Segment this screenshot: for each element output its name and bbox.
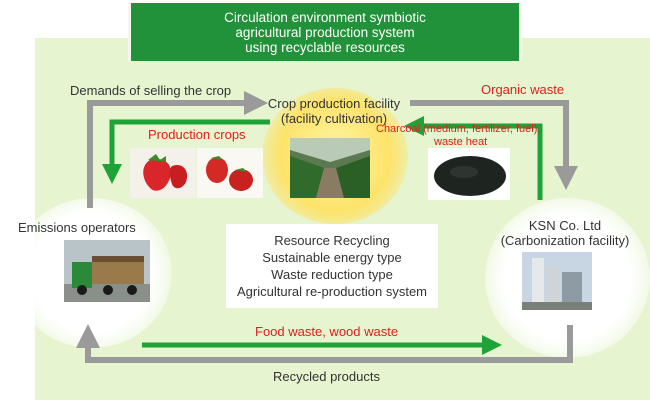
title-line-3: using recyclable resources — [245, 39, 405, 55]
carbonization-facility-photo — [522, 252, 592, 310]
charcoal-label-1: Charcoal (medium, fertilizer, fuel), — [376, 123, 541, 135]
charcoal-arrow — [404, 116, 543, 200]
center-line-2: Sustainable energy type — [262, 250, 402, 265]
crop-facility-label-2: (facility cultivation) — [280, 111, 388, 126]
emissions-operators-label: Emissions operators — [18, 220, 136, 235]
center-line-4: Agricultural re-production system — [236, 284, 428, 299]
organic-waste-arrow — [410, 100, 578, 190]
recycled-products-label: Recycled products — [273, 369, 380, 384]
truck-photo — [64, 240, 150, 302]
recycled-products-arrow — [76, 324, 573, 363]
strawberry-photo-2 — [197, 148, 263, 198]
center-line-1: Resource Recycling — [274, 233, 390, 248]
ksn-label-2: (Carbonization facility) — [500, 233, 630, 248]
ksn-label-1: KSN Co. Ltd — [528, 218, 602, 233]
charcoal-photo — [428, 148, 510, 200]
crop-facility-label-1: Crop production facility — [267, 96, 401, 111]
charcoal-label-2: waste heat — [434, 136, 488, 148]
title-line-2: agricultural production system — [235, 24, 415, 40]
center-summary-box: Resource Recycling Sustainable energy ty… — [226, 224, 438, 308]
organic-waste-label: Organic waste — [481, 82, 565, 97]
food-waste-label: Food waste, wood waste — [255, 324, 399, 339]
production-crops-label: Production crops — [148, 127, 246, 142]
demands-arrow — [87, 91, 268, 208]
greenhouse-photo — [290, 138, 370, 198]
center-line-3: Waste reduction type — [271, 267, 393, 282]
strawberry-photo-1 — [130, 148, 196, 198]
demands-label: Demands of selling the crop — [70, 83, 232, 98]
production-crops-arrow — [102, 119, 270, 184]
title-line-1: Circulation environment symbiotic — [224, 9, 426, 25]
title-banner: Circulation environment symbiotic agricu… — [128, 3, 522, 61]
